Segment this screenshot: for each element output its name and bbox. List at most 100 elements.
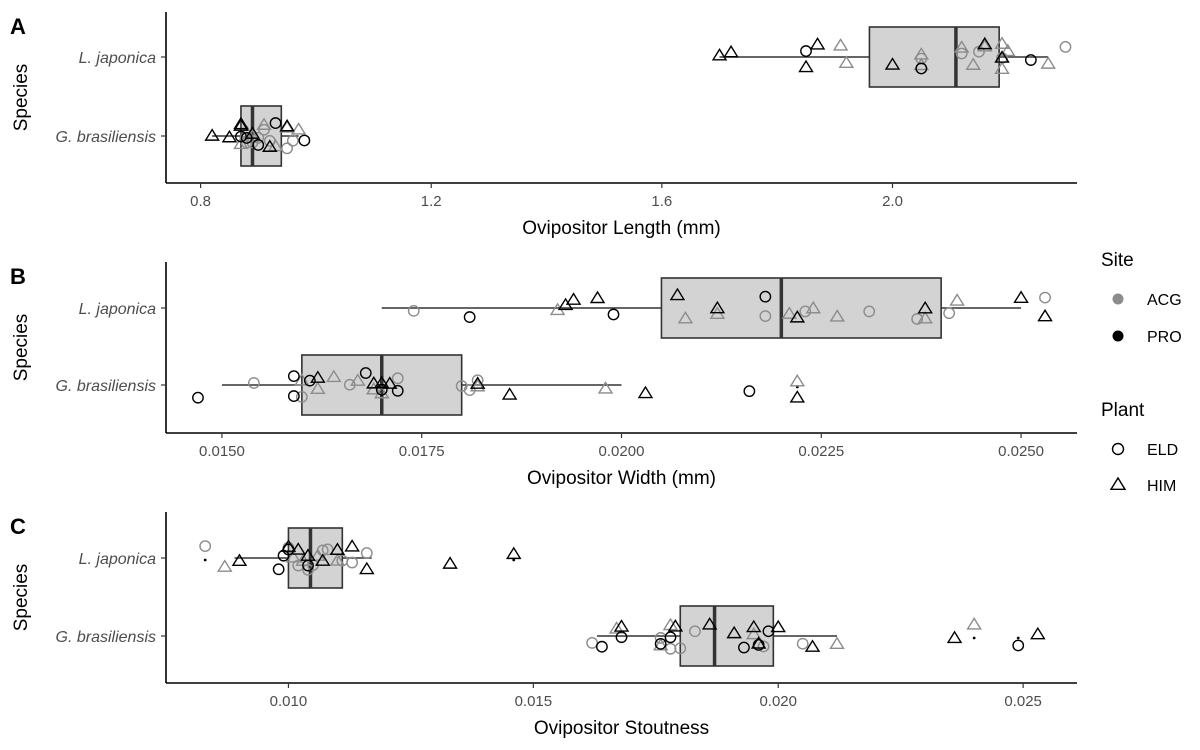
data-point	[596, 640, 608, 653]
data-point	[287, 390, 300, 402]
legend-label: HIM	[1147, 478, 1176, 495]
data-point	[781, 306, 798, 319]
data-point	[752, 639, 765, 651]
data-point	[360, 547, 373, 559]
y-tick-label: L. japonica	[79, 551, 156, 568]
data-point	[374, 385, 390, 399]
data-point	[615, 631, 628, 644]
data-point	[994, 50, 1010, 63]
data-point	[804, 639, 821, 652]
data-point	[469, 376, 486, 389]
data-point	[442, 556, 458, 569]
data-point	[796, 637, 809, 650]
data-point	[256, 117, 272, 130]
data-point	[326, 369, 342, 383]
data-point	[757, 640, 770, 653]
data-point	[221, 129, 238, 143]
data-point	[608, 621, 625, 634]
data-point	[789, 390, 806, 403]
y-axis-title: Species	[11, 64, 32, 132]
y-tick-label: G. brasiliensis	[56, 378, 156, 395]
data-point	[966, 617, 982, 630]
x-tick-label: 0.0175	[399, 443, 445, 460]
data-point	[298, 134, 311, 147]
data-point	[1013, 290, 1029, 303]
data-point	[471, 374, 484, 387]
data-point	[375, 383, 388, 396]
data-point	[911, 313, 924, 325]
data-point	[805, 300, 822, 314]
legend-key	[1111, 442, 1125, 456]
data-point	[565, 292, 582, 305]
data-point	[652, 637, 669, 651]
data-point	[235, 130, 247, 143]
legend-key	[1112, 330, 1124, 342]
x-tick-label: 1.2	[421, 193, 442, 210]
data-point	[994, 36, 1010, 49]
data-point	[463, 311, 476, 323]
y-axis-title: Species	[11, 314, 32, 382]
data-point	[726, 625, 742, 639]
data-point	[192, 391, 204, 404]
data-point	[374, 375, 390, 389]
data-point	[231, 553, 248, 567]
data-point	[607, 308, 620, 321]
data-point	[233, 118, 249, 131]
x-tick-label: 0.8	[190, 193, 211, 210]
x-tick-label: 0.010	[270, 693, 308, 710]
data-point	[759, 310, 772, 323]
data-point	[943, 307, 956, 320]
x-tick-label: 0.020	[759, 693, 797, 710]
data-point	[759, 290, 772, 303]
outlier-point	[1016, 636, 1020, 640]
data-point	[800, 45, 812, 57]
x-axis-title: Ovipositor Stoutness	[534, 718, 709, 739]
y-axis-title: Species	[11, 564, 32, 632]
x-tick-label: 0.015	[515, 693, 553, 710]
data-point	[329, 542, 346, 555]
boxplot	[203, 527, 516, 589]
data-point	[262, 139, 278, 152]
data-point	[1039, 291, 1051, 304]
data-point	[263, 134, 276, 147]
data-point	[310, 381, 326, 395]
data-point	[290, 122, 307, 135]
data-point	[240, 132, 253, 144]
data-point	[346, 556, 359, 569]
data-point	[701, 617, 718, 630]
data-point	[329, 553, 346, 566]
data-point	[343, 378, 356, 391]
data-point	[1012, 639, 1025, 652]
panel-tag: C	[10, 514, 26, 539]
data-point	[664, 631, 677, 644]
data-point	[789, 310, 806, 323]
data-point	[994, 61, 1010, 75]
data-point	[976, 36, 993, 50]
data-point	[915, 62, 928, 75]
data-point	[1040, 56, 1056, 69]
data-point	[217, 559, 233, 572]
outlier-point	[512, 558, 516, 562]
data-point	[1059, 40, 1072, 53]
data-point	[359, 367, 372, 379]
legend-label: ELD	[1147, 442, 1178, 459]
data-point	[344, 539, 360, 552]
data-point	[282, 543, 295, 556]
data-point	[709, 300, 726, 314]
data-point	[391, 372, 404, 385]
data-point	[321, 543, 334, 556]
legend-label: ACG	[1147, 292, 1182, 309]
data-point	[350, 373, 366, 386]
data-point	[199, 540, 212, 553]
data-point	[1000, 43, 1016, 57]
x-tick-label: 0.0250	[998, 443, 1044, 460]
data-point	[884, 57, 901, 70]
data-point	[463, 384, 476, 396]
data-point	[252, 139, 265, 151]
data-point	[597, 381, 614, 394]
data-point	[677, 310, 694, 324]
x-axis-title: Ovipositor Width (mm)	[527, 468, 716, 489]
data-point	[258, 123, 270, 136]
